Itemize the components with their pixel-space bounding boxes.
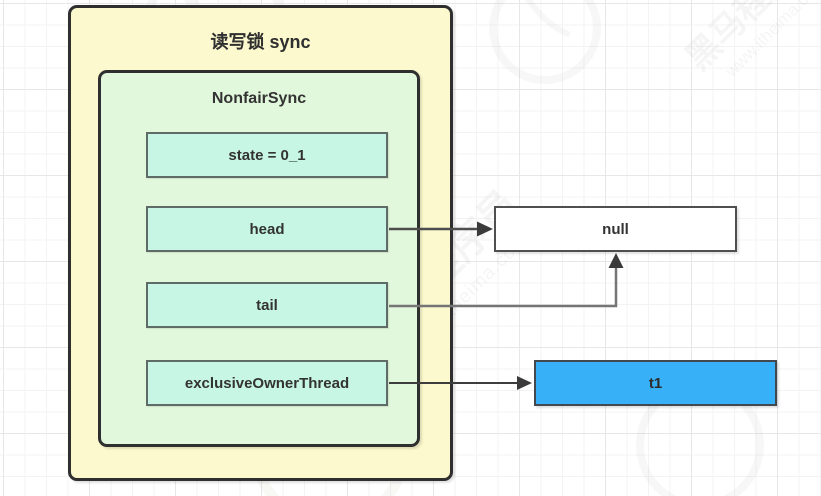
watermark-url: www.itheima.com [721, 0, 821, 81]
field-head: head [146, 206, 388, 252]
node-t1: t1 [534, 360, 777, 406]
node-null: null [494, 206, 737, 252]
watermark-brand: 黑马程序员 [678, 0, 821, 78]
field-state: state = 0_1 [146, 132, 388, 178]
nonfairsync-title: NonfairSync [211, 90, 307, 107]
sync-outer-title: 读写锁 sync [210, 32, 311, 52]
watermark-text-secondary: 黑马程序员 www.itheima.com [631, 0, 821, 140]
field-exclusive-owner-thread: exclusiveOwnerThread [146, 360, 388, 406]
field-tail: tail [146, 282, 388, 328]
